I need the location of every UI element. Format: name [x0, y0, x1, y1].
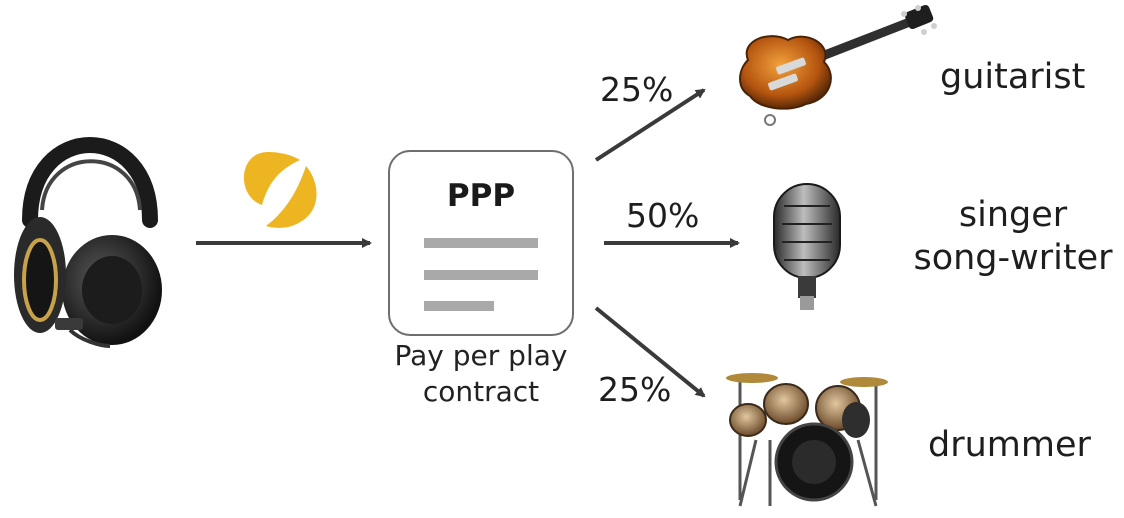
arrow-to-guitarist — [594, 88, 706, 162]
percent-guitarist: 25% — [600, 70, 674, 109]
arrow-to-drummer — [594, 306, 706, 398]
percent-singer: 50% — [626, 196, 700, 235]
contract-text-line — [424, 301, 494, 311]
ppp-contract-box: PPP — [388, 150, 574, 336]
role-drummer: drummer — [928, 425, 1091, 465]
token-logo-icon — [243, 152, 317, 228]
role-line-2: song-writer — [913, 237, 1113, 278]
drum-kit-icon — [726, 373, 888, 507]
percent-drummer: 25% — [598, 370, 672, 409]
headphones-icon — [14, 137, 162, 348]
contract-caption: Pay per play contract — [358, 338, 604, 410]
contract-title: PPP — [446, 178, 516, 214]
microphone-icon — [773, 183, 841, 310]
contract-text-line — [424, 270, 538, 280]
role-line-1: singer — [958, 195, 1068, 235]
role-guitarist: guitarist — [940, 57, 1086, 97]
role-singer-songwriter: singer song-writer — [906, 194, 1120, 279]
caption-line-2: contract — [422, 374, 540, 408]
contract-text-line — [424, 238, 538, 248]
guitar-icon — [739, 4, 937, 126]
caption-line-1: Pay per play — [394, 339, 568, 372]
